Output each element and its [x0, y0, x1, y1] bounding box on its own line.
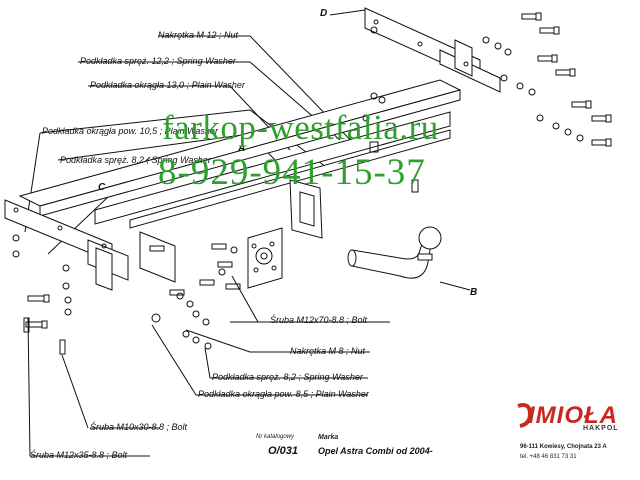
- left-fasteners: [12, 234, 241, 355]
- label-nut-m12: Nakrętka M 12 ; Nut: [158, 30, 239, 40]
- left-side-arm: [4, 199, 129, 291]
- leader-lines: [24, 9, 471, 457]
- brand-label: Marka: [318, 434, 339, 441]
- company-address: 96-111 Kowiesy, Chojnata 23 A: [520, 444, 607, 450]
- label-plain-washer-105: Podkładka okrągła pow. 10,5 ; Plain Wash…: [42, 126, 218, 136]
- watermark-phone: 8-929-941-15-37: [158, 152, 426, 193]
- letter-a: A: [238, 143, 246, 154]
- company-logo-sub: HAKPOL: [583, 425, 619, 432]
- tow-ball-neck: [347, 226, 442, 279]
- label-bolt-m12x35: Śruba M12x35-8.8 ; Bolt: [30, 450, 128, 460]
- label-bolt-m12x70: Śruba M12x70-8.8 ; Bolt: [270, 315, 368, 325]
- letter-b: B: [470, 287, 478, 298]
- label-spring-washer-82-bottom: Podkładka spręż. 8,2 ; Spring Washer: [212, 372, 363, 382]
- catalog-number-value: O/031: [268, 445, 298, 457]
- label-plain-washer-85: Podkładka okrągła pow. 8,5 ; Plain Washe…: [198, 389, 369, 399]
- watermark-site: farkop-westfalia.ru: [162, 108, 439, 147]
- right-side-arm: [364, 7, 501, 93]
- label-spring-washer-12: Podkładka spręż. 12,2 ; Spring Washer: [80, 56, 236, 66]
- company-logo-mark: [517, 403, 533, 428]
- label-spring-washer-82-top: Podkładka spręż. 8,2 ; Spring Washer: [60, 155, 211, 165]
- label-nut-m8: Nakrętka M 8 ; Nut: [290, 346, 366, 356]
- brand-value: Opel Astra Combi od 2004-: [318, 446, 433, 456]
- label-plain-washer-13: Podkładka okrągła 13,0 ; Plain Washer: [90, 80, 245, 90]
- label-bolt-m10x30: Śruba M10x30-8.8 ; Bolt: [90, 422, 188, 432]
- catalog-number-label: Nr katalogowy: [256, 434, 295, 440]
- main-crossbar: [18, 79, 462, 229]
- center-brackets: [139, 179, 323, 289]
- company-logo: IMIOŁA: [528, 402, 618, 429]
- company-phone: tel. +48 46 831 73 31: [520, 454, 577, 460]
- letter-c: C: [98, 182, 106, 193]
- right-fasteners: [362, 12, 612, 193]
- letter-d: D: [320, 8, 328, 19]
